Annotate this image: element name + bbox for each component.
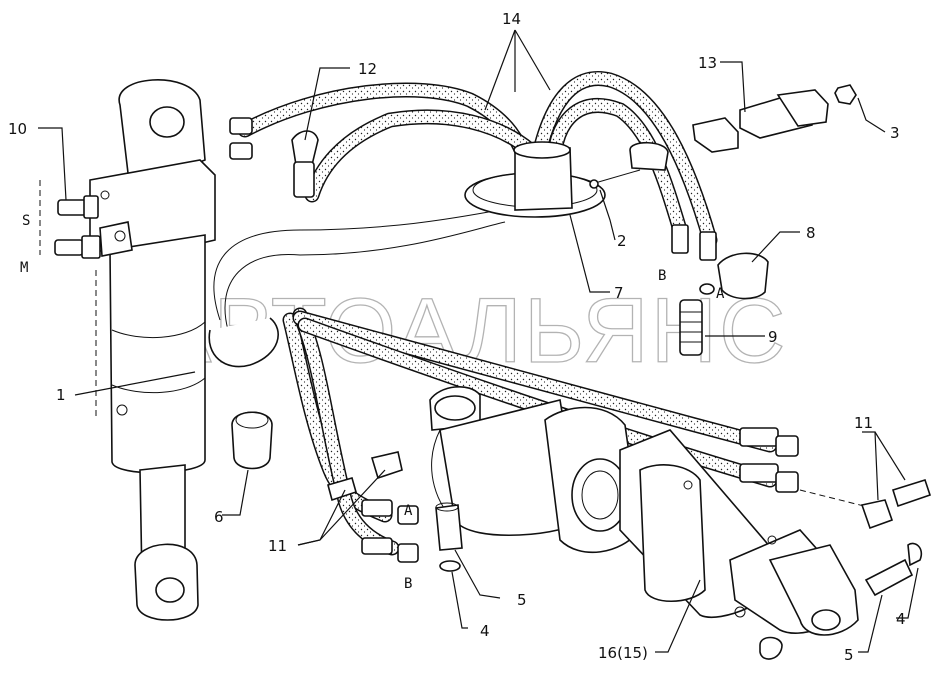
hose-clamp-sleeve	[464, 141, 606, 218]
callout-12: 12	[358, 60, 377, 78]
callout-4: 4	[896, 610, 906, 628]
hose-bundle	[213, 71, 778, 556]
port-fittings	[54, 195, 133, 259]
callout-5: 5	[517, 591, 527, 609]
callout-4: 4	[480, 622, 490, 640]
callout-6: 6	[214, 508, 224, 526]
callout-5: 5	[844, 646, 854, 664]
pins-and-fittings	[327, 451, 932, 597]
callout-7: 7	[614, 284, 624, 302]
port-m-label: M	[20, 260, 28, 276]
port-s-label: S	[22, 213, 30, 229]
callout-2: 2	[617, 232, 627, 250]
port-b-label: B	[404, 576, 412, 592]
callout-9: 9	[768, 328, 778, 346]
callout-labels: 1 2 3 4 4 5 5 6 7 8 9 10 11 11 12 13 14 …	[8, 10, 906, 664]
callout-8: 8	[806, 224, 816, 242]
alignment-line	[799, 489, 881, 511]
port-b-label: B	[658, 268, 666, 284]
callout-11: 11	[854, 414, 873, 432]
callout-14: 14	[502, 10, 521, 28]
main-hydraulic-cylinder	[429, 385, 859, 660]
callout-13: 13	[698, 54, 717, 72]
small-parts	[208, 84, 857, 470]
hose-fittings	[229, 117, 799, 563]
port-a-label: A	[716, 286, 725, 302]
port-letter-labels: S M B A A B	[20, 213, 725, 592]
port-a-label: A	[404, 503, 413, 519]
callout-1: 1	[56, 386, 66, 404]
callout-11: 11	[268, 537, 287, 555]
left-hydraulic-cylinder	[89, 79, 216, 621]
callout-10: 10	[8, 120, 27, 138]
callout-3: 3	[890, 124, 900, 142]
callout-16: 16(15)	[598, 644, 648, 662]
leader-lines	[38, 29, 919, 653]
